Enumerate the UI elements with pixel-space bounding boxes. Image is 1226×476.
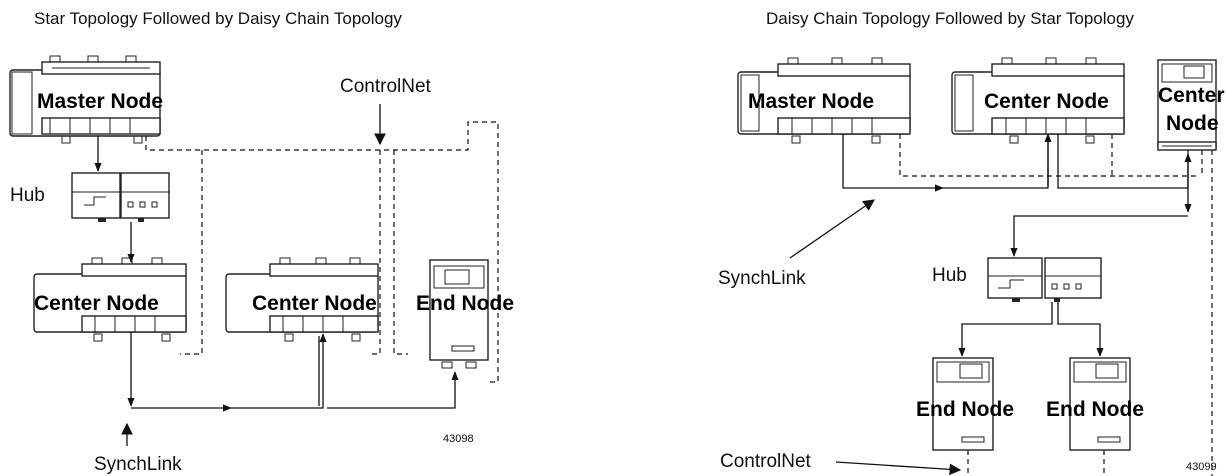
right-end-node-1: End Node <box>916 357 1014 451</box>
left-controlnet-cable-branch <box>393 150 408 355</box>
right-title: Daisy Chain Topology Followed by Star To… <box>766 9 1134 28</box>
left-center-node-1-label: Center Node <box>34 292 159 315</box>
right-synchlink-to-hub <box>1010 215 1188 257</box>
right-master-node: Master Node <box>737 57 911 144</box>
right-synchlink-pointer <box>789 199 875 259</box>
left-hub-label: Hub <box>10 185 45 206</box>
right-diagram: Daisy Chain Topology Followed by Star To… <box>718 9 1225 476</box>
left-synchlink-to-end <box>327 371 459 409</box>
right-end-node-2: End Node <box>1046 357 1144 451</box>
left-master-node-label: Master Node <box>37 90 163 113</box>
right-synchlink-to-center-1 <box>943 133 1052 189</box>
left-controlnet-cable-end <box>145 121 499 383</box>
right-master-node-label: Master Node <box>748 90 874 113</box>
right-center-node-2: Center Node <box>1157 59 1225 151</box>
right-end-node-2-label: End Node <box>1046 398 1144 421</box>
right-end-node-1-label: End Node <box>916 398 1014 421</box>
left-controlnet-cable-center-2 <box>372 150 381 355</box>
left-center-node-2-label: Center Node <box>252 292 377 315</box>
right-center-node-1: Center Node <box>951 57 1125 144</box>
right-center-node-2-label-line1: Center <box>1158 84 1225 107</box>
right-synchlink-hub-to-end-1 <box>958 302 1053 357</box>
right-center-node-1-label: Center Node <box>984 90 1109 113</box>
right-controlnet-pointer <box>835 461 962 476</box>
right-controlnet-trunk <box>899 134 1200 177</box>
left-title: Star Topology Followed by Daisy Chain To… <box>34 9 402 28</box>
right-controlnet-label: ControlNet <box>720 451 812 472</box>
left-center-node-1: Center Node <box>33 257 187 342</box>
left-master-node: Master Node <box>9 55 163 144</box>
right-hub: Hub <box>932 257 1102 302</box>
left-end-node: End Node <box>416 259 514 369</box>
left-center-node-2: Center Node <box>225 257 379 342</box>
left-diagram: Star Topology Followed by Daisy Chain To… <box>9 9 514 475</box>
left-hub: Hub <box>10 172 170 222</box>
right-synchlink-hub-to-end-2 <box>1057 302 1104 357</box>
left-figure-number: 43098 <box>443 433 474 445</box>
left-controlnet-label: ControlNet <box>340 76 432 97</box>
left-controlnet-cable-center-1 <box>180 150 203 355</box>
right-synchlink-label: SynchLink <box>718 268 806 289</box>
right-center-node-2-label-line2: Node <box>1166 112 1219 135</box>
right-hub-label: Hub <box>932 265 967 286</box>
right-synchlink-master-out <box>842 134 944 192</box>
left-end-node-label: End Node <box>416 292 514 315</box>
left-synchlink-to-center-2 <box>231 333 327 409</box>
right-figure-number: 43099 <box>1186 461 1217 473</box>
left-synchlink-label: SynchLink <box>94 454 182 475</box>
